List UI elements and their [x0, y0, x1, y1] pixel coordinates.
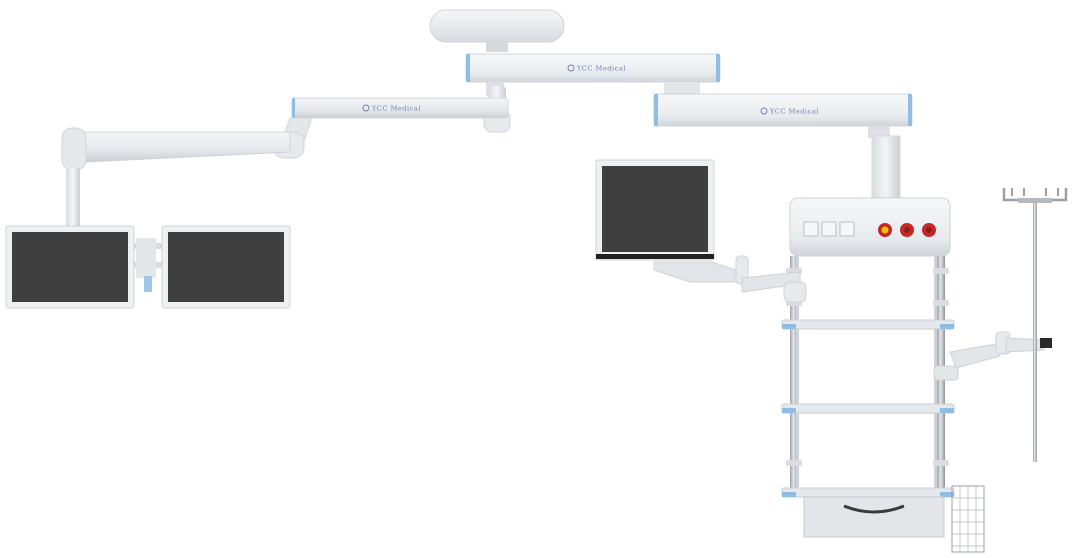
single-monitor-arm — [653, 255, 807, 303]
drawer — [803, 496, 945, 538]
monitor-right-screen — [168, 232, 284, 302]
brand-logo-icon — [567, 64, 575, 72]
brand-label-main-beam: YCC Medical — [576, 65, 626, 73]
brand-logo-icon — [760, 107, 768, 115]
ceiling-mount — [429, 9, 565, 52]
monitor-single — [595, 159, 715, 261]
brand-logo-icon — [362, 104, 370, 112]
shelf — [781, 487, 955, 498]
iv-pole — [1002, 188, 1068, 462]
left-arm: YCC Medical — [61, 86, 511, 228]
dual-monitor-mount — [128, 238, 166, 292]
brand-label-left-arm: YCC Medical — [371, 105, 421, 113]
monitor-single-screen — [602, 166, 708, 252]
power-socket — [839, 221, 855, 237]
pendant-head — [789, 197, 951, 257]
shelf — [781, 403, 955, 414]
equipment-tower — [781, 256, 955, 538]
right-arm: YCC Medical — [653, 82, 913, 199]
shelf — [781, 319, 955, 330]
monitor-right — [161, 225, 291, 309]
monitor-left — [5, 225, 135, 309]
monitor-left-screen — [12, 232, 128, 302]
power-socket — [803, 221, 819, 237]
wire-basket — [951, 485, 985, 553]
brand-label-right-arm: YCC Medical — [769, 108, 819, 116]
power-socket — [821, 221, 837, 237]
